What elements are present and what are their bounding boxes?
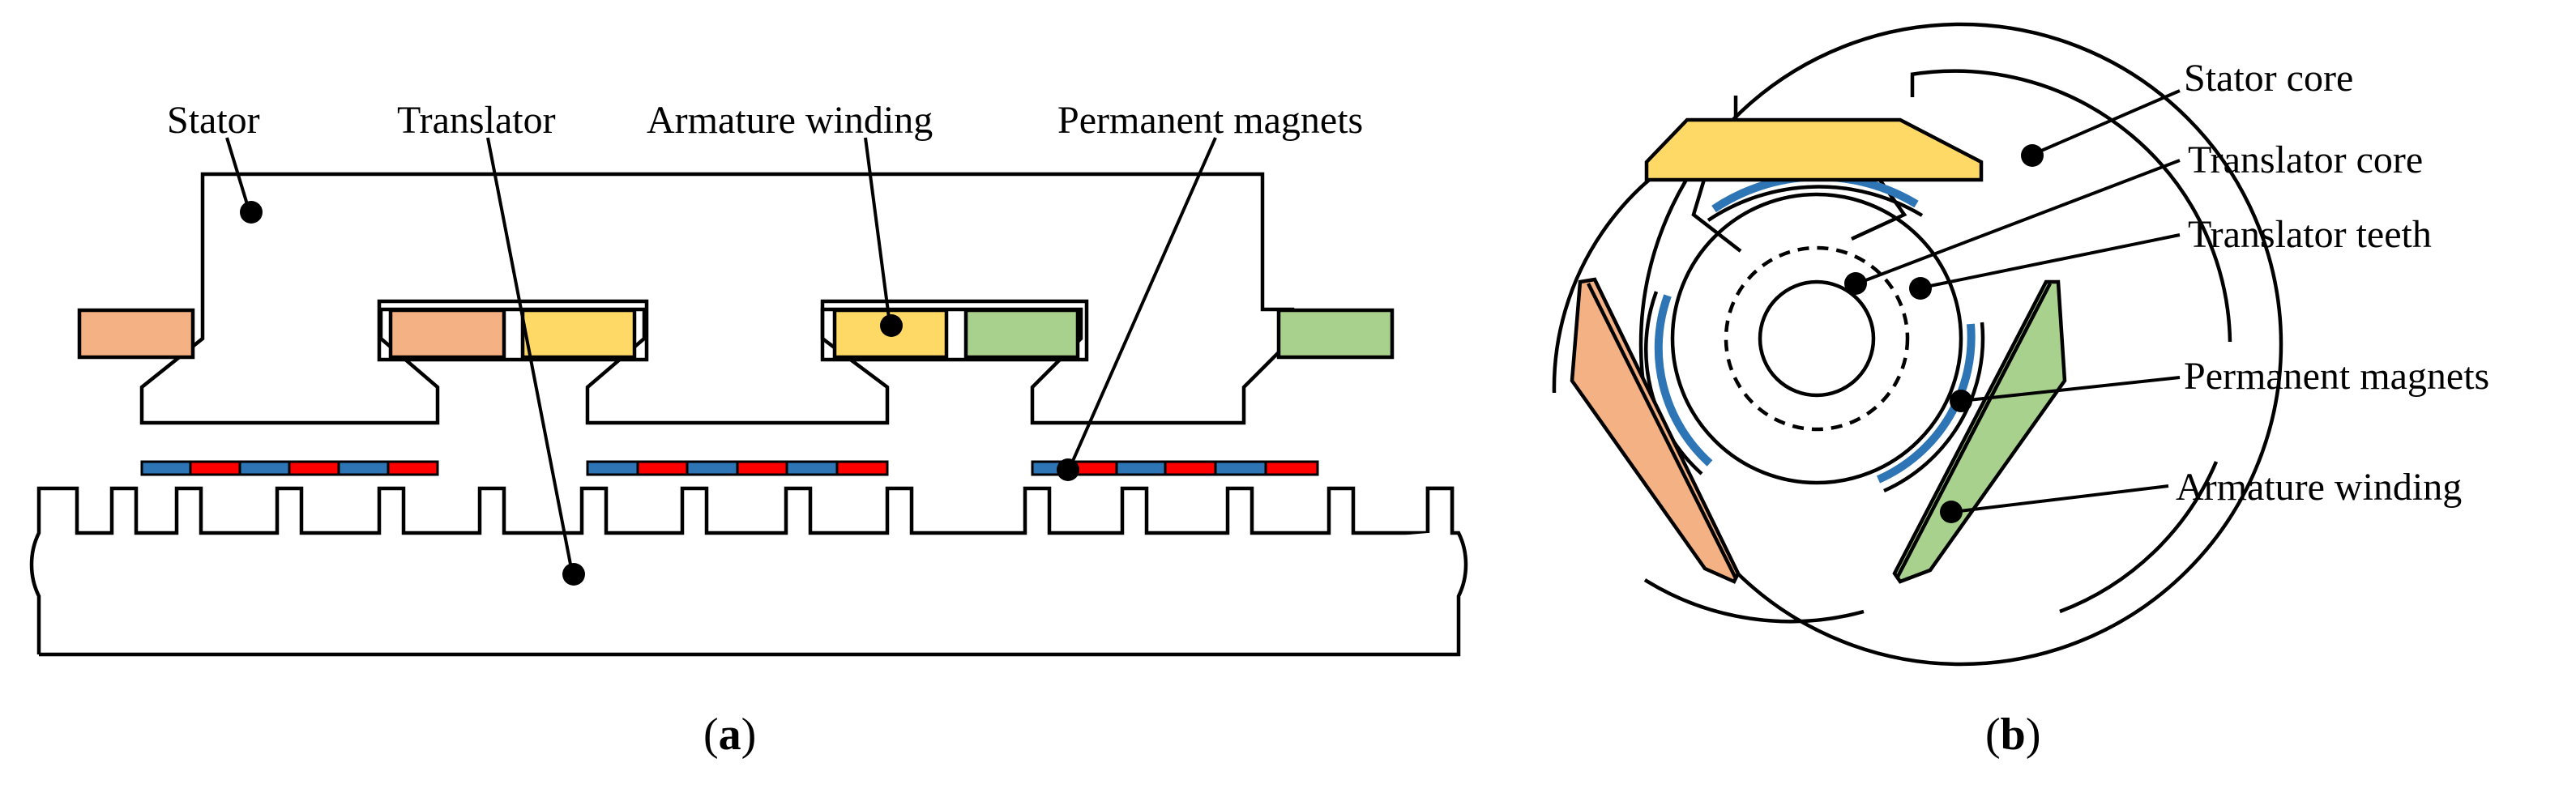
leader-armature-winding — [864, 137, 891, 325]
leader-dot-armature-winding-b — [1940, 501, 1963, 523]
label-armature-winding: Armature winding — [647, 99, 933, 142]
coil-top — [1644, 117, 1984, 182]
coil-b — [520, 308, 637, 360]
leader-dot-permanent-magnets-b — [1950, 390, 1972, 412]
label-translator-core: Translator core — [2188, 139, 2423, 181]
label-permanent-magnets: Permanent magnets — [1057, 99, 1363, 142]
coil-a — [388, 308, 506, 360]
label-permanent-magnets-b: Permanent magnets — [2184, 355, 2489, 398]
panel-a: Stator Translator Armature winding Perma… — [29, 99, 1468, 760]
magnet-arc-right-outline — [1883, 322, 1985, 493]
leader-dot-armature-winding — [880, 314, 903, 337]
leader-permanent-magnets-b — [1960, 376, 2181, 403]
coil-a-left — [77, 308, 195, 360]
coil-c-right — [1276, 308, 1395, 360]
leader-dot-translator-core — [1844, 272, 1867, 295]
caption-a: (a) — [703, 710, 756, 760]
stator-inner-boundary — [1552, 69, 2232, 624]
magnet-strip-1 — [140, 460, 439, 476]
translator-core-dashed — [1724, 245, 1910, 432]
label-stator: Stator — [167, 99, 260, 142]
coil-right-divider — [1896, 282, 2052, 578]
translator-core-circle — [1758, 279, 1876, 398]
label-stator-core: Stator core — [2184, 57, 2353, 100]
leader-translator-core — [1856, 159, 2181, 285]
magnet-arc-right — [1876, 323, 1976, 484]
coil-slot-1 — [377, 299, 649, 362]
leader-translator — [486, 137, 574, 573]
leader-permanent-magnets — [1068, 137, 1217, 469]
magnet-arc-top-outline — [1707, 185, 1924, 222]
leader-dot-translator — [562, 563, 585, 586]
magnet-strip-2 — [586, 460, 889, 476]
translator-body-right — [39, 486, 1468, 657]
stator-outer-circle — [1638, 22, 2283, 667]
leader-translator-teeth — [1921, 233, 2181, 289]
leader-dot-translator-teeth — [1909, 277, 1932, 300]
caption-b: (b) — [1985, 710, 2040, 760]
leader-stator — [225, 137, 251, 213]
coil-right — [1892, 279, 2067, 584]
coil-left — [1570, 277, 1741, 584]
leader-dot-permanent-magnets — [1057, 458, 1079, 481]
magnet-arc-left-outline — [1644, 291, 1703, 475]
leader-dot-stator-core — [2021, 144, 2044, 167]
panel-b: Stator core Translator core Translator t… — [1552, 22, 2489, 760]
label-translator: Translator — [397, 99, 556, 142]
label-translator-teeth: Translator teeth — [2188, 213, 2432, 256]
leader-stator-core — [2033, 89, 2181, 156]
leader-dot-stator — [240, 201, 263, 224]
coil-slot-2 — [820, 299, 1089, 362]
label-armature-winding-b: Armature winding — [2176, 466, 2462, 509]
coil-left-divider — [1586, 282, 1738, 580]
leader-armature-winding-b — [1952, 484, 2169, 514]
coil-c — [963, 308, 1080, 360]
magnet-arc-left — [1654, 294, 1713, 467]
stator-body — [139, 172, 1295, 425]
translator-teeth-circle — [1670, 192, 1963, 485]
